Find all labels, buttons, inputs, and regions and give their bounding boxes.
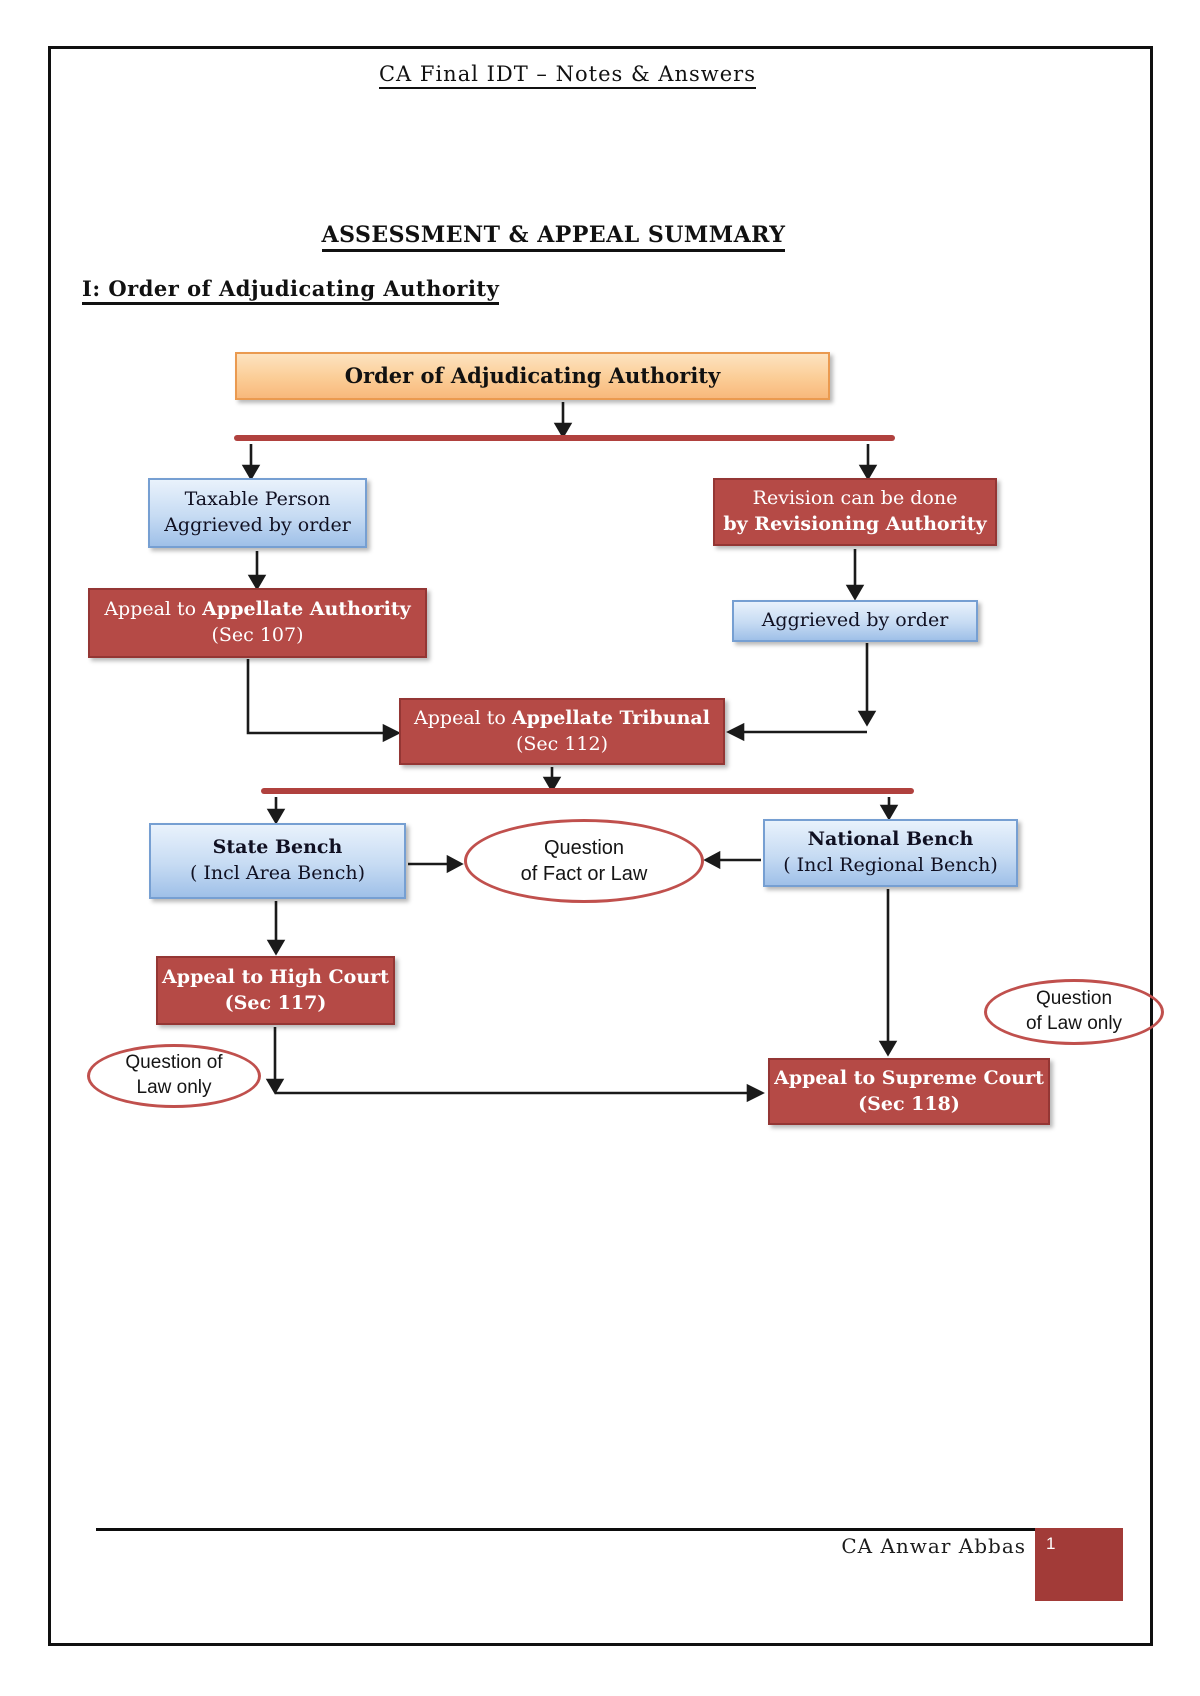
appellate-authority-bold: Appellate Authority [202, 598, 411, 621]
connector-aggrieved-to-tribunal [726, 643, 877, 742]
question-law-right-line2: of Law only [1025, 1013, 1123, 1034]
tribunal-sec: (Sec 112) [515, 732, 609, 755]
supreme-court-line1: Appeal to Supreme Court [774, 1066, 1044, 1089]
taxable-person-box: Taxable Person Aggrieved by order [148, 478, 367, 548]
page-title-text: ASSESSMENT & APPEAL SUMMARY [321, 222, 786, 252]
revision-box: Revision can be done by Revisioning Auth… [713, 478, 997, 546]
page-number: 1 [1046, 1534, 1056, 1553]
tribunal-line1: Appeal to Appellate Tribunal [414, 706, 710, 732]
arrow-state-bench-down [266, 901, 286, 956]
page-header: CA Final IDT – Notes & Answers [48, 62, 1153, 89]
order-of-adjudicating-authority-box: Order of Adjudicating Authority [235, 352, 830, 400]
arrow-state-bench-to-question [408, 854, 464, 874]
page-title: ASSESSMENT & APPEAL SUMMARY [48, 222, 1153, 252]
national-bench-line2: ( Incl Regional Bench) [783, 854, 998, 876]
question-law-only-right-ellipse: Question of Law only [984, 979, 1164, 1045]
question-fact-law-line1: Question [543, 837, 625, 859]
arrow-order-to-split [553, 402, 573, 439]
arrow-revision-to-aggrieved [845, 549, 865, 601]
state-bench-line2: ( Incl Area Bench) [189, 862, 366, 884]
arrow-national-bench-to-question [703, 850, 761, 870]
connector-appellate-authority-to-tribunal [246, 659, 401, 743]
question-law-left-line2: Law only [136, 1077, 212, 1098]
connector-high-court-to-supreme-court [265, 1027, 765, 1103]
tribunal-prefix: Appeal to [414, 706, 512, 729]
appeal-high-court-box: Appeal to High Court (Sec 117) [156, 956, 395, 1025]
arrow-split-right [858, 444, 878, 481]
revision-line2: by Revisioning Authority [723, 513, 987, 535]
question-law-only-left-ellipse: Question of Law only [87, 1044, 261, 1108]
section-heading: I: Order of Adjudicating Authority [82, 276, 500, 305]
tribunal-bold: Appellate Tribunal [511, 706, 710, 729]
state-bench-box: State Bench ( Incl Area Bench) [149, 823, 406, 899]
arrow-taxable-to-appellate-authority [247, 551, 267, 591]
revision-line1: Revision can be done [752, 487, 958, 510]
national-bench-line1: National Bench [807, 828, 974, 851]
appeal-appellate-tribunal-box: Appeal to Appellate Tribunal (Sec 112) [399, 698, 725, 765]
appellate-authority-line1: Appeal to Appellate Authority [104, 597, 410, 623]
appeal-supreme-court-box: Appeal to Supreme Court (Sec 118) [768, 1058, 1050, 1125]
question-fact-law-line2: of Fact or Law [520, 863, 648, 885]
footer-divider [96, 1528, 1035, 1531]
arrow-split-left [241, 444, 261, 481]
arrow-split2-left [266, 797, 286, 825]
state-bench-line1: State Bench [212, 836, 343, 859]
high-court-line1: Appeal to High Court [162, 965, 389, 988]
supreme-court-line2: (Sec 118) [858, 1092, 960, 1115]
high-court-line2: (Sec 117) [224, 991, 327, 1014]
aggrieved-label: Aggrieved by order [761, 609, 949, 632]
question-law-right-line1: Question [1035, 988, 1113, 1010]
section-heading-text: I: Order of Adjudicating Authority [82, 276, 500, 305]
appellate-authority-sec: (Sec 107) [211, 624, 304, 646]
page-number-badge: 1 [1035, 1528, 1123, 1601]
question-law-left-line1: Question of [125, 1052, 223, 1074]
taxable-line2: Aggrieved by order [164, 514, 351, 536]
footer-author: CA Anwar Abbas [841, 1534, 1026, 1558]
order-box-label: Order of Adjudicating Authority [344, 362, 721, 388]
taxable-line1: Taxable Person [184, 488, 331, 511]
page-border [48, 46, 1153, 1646]
arrow-national-bench-to-supreme-court [878, 889, 898, 1057]
appeal-appellate-authority-box: Appeal to Appellate Authority (Sec 107) [88, 588, 427, 658]
aggrieved-by-order-box: Aggrieved by order [732, 600, 978, 642]
appellate-authority-prefix: Appeal to [104, 598, 203, 621]
national-bench-box: National Bench ( Incl Regional Bench) [763, 819, 1018, 887]
page-header-text: CA Final IDT – Notes & Answers [378, 62, 756, 89]
arrow-tribunal-to-split2 [542, 767, 562, 793]
question-fact-or-law-ellipse: Question of Fact or Law [464, 819, 704, 903]
arrow-split2-right [879, 797, 899, 821]
